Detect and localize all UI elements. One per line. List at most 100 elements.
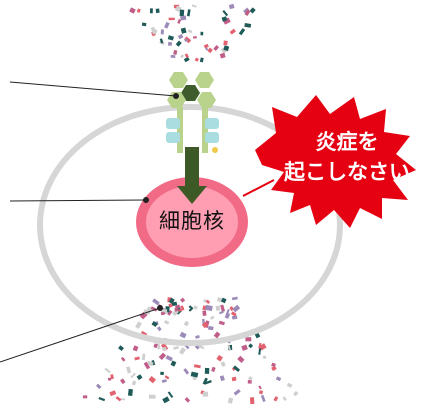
cytokine-particle xyxy=(152,298,160,306)
cytokine-particle xyxy=(167,310,173,316)
signal-arrow-shaft xyxy=(185,147,199,187)
cytokine-particle xyxy=(173,346,179,350)
cytokine-particle xyxy=(190,371,199,378)
cytokine-particle xyxy=(184,53,189,59)
cytokine-particle xyxy=(216,354,223,362)
cytokine-particle xyxy=(120,356,126,362)
cytokine-particle xyxy=(168,17,175,21)
cytokine-particle xyxy=(193,305,198,310)
cytokine-particle xyxy=(262,355,267,359)
cytokine-particle xyxy=(180,27,187,34)
cytokine-particle xyxy=(160,371,165,376)
cytokine-particle xyxy=(121,398,125,401)
cytokine-particle xyxy=(184,397,191,403)
leader-dot-cytokine xyxy=(157,305,163,311)
cytokine-particle xyxy=(183,56,190,63)
cytokine-particle xyxy=(177,34,184,40)
cytokine-particle xyxy=(232,304,241,313)
cytokine-particle xyxy=(271,362,276,368)
cytokine-particle xyxy=(231,366,236,371)
cytokine-particle xyxy=(249,397,255,405)
cytokine-particle xyxy=(173,49,178,55)
cytokine-particle xyxy=(258,347,262,355)
cytokine-particle xyxy=(131,380,137,386)
nucleus-label: 細胞核 xyxy=(159,209,225,233)
cytokine-particle xyxy=(108,377,112,381)
cytokine-particle xyxy=(115,396,122,402)
cytokine-particle xyxy=(165,355,173,362)
cytokine-particle xyxy=(155,8,160,14)
cytokine-particle xyxy=(162,396,170,404)
cytokine-particle xyxy=(231,315,238,320)
cytokine-particle xyxy=(184,38,189,42)
cytokine-particle xyxy=(168,42,172,46)
cytokine-particle xyxy=(134,356,140,361)
receptor-stalk-left xyxy=(177,107,183,153)
cytokine-particle xyxy=(177,19,182,24)
cytokine-particle xyxy=(222,17,231,25)
cytokine-particle xyxy=(158,352,167,361)
cytokine-particle xyxy=(118,345,124,351)
cytokine-particle xyxy=(213,44,220,51)
receptor-domain-right xyxy=(197,92,216,108)
cytokine-particle xyxy=(231,376,237,382)
cytokine-particle xyxy=(136,374,143,381)
cytokine-particle xyxy=(180,54,185,59)
nucleus-inner xyxy=(146,186,238,258)
cytokine-particle xyxy=(233,388,241,396)
cytokine-particle xyxy=(228,3,235,10)
cytokine-particle xyxy=(224,312,231,319)
cytokine-particle xyxy=(194,57,199,62)
cytokine-particle xyxy=(286,382,293,388)
cytokine-particle xyxy=(273,396,279,402)
cytokine-particle xyxy=(205,304,213,312)
cytokine-particle xyxy=(160,309,168,315)
cytokine-particle xyxy=(141,353,146,361)
cytokine-particle xyxy=(244,23,252,28)
cytokine-particle xyxy=(227,344,232,352)
cytokine-particle xyxy=(129,7,136,14)
cytokine-particle xyxy=(192,36,197,39)
cytokine-particle xyxy=(260,394,266,403)
cytokine-particle xyxy=(168,297,175,304)
cytokine-particle xyxy=(241,344,248,351)
cytokine-particle xyxy=(167,35,174,41)
cytokine-particle xyxy=(126,366,132,374)
cytokine-particle xyxy=(223,40,228,46)
cytokine-particle xyxy=(244,9,251,16)
cytokine-particle xyxy=(127,388,133,397)
cytokine-particle xyxy=(140,330,148,336)
receptor-teal-2 xyxy=(166,132,180,143)
cytokine-particle xyxy=(195,334,200,339)
cytokine-particle xyxy=(143,361,151,370)
cytokine-particle xyxy=(148,376,156,384)
cytokine-particle xyxy=(271,365,277,372)
cytokine-particle xyxy=(220,304,225,312)
cytokine-particle xyxy=(229,28,236,35)
cytokine-particle xyxy=(220,297,227,304)
receptor-ligand-left xyxy=(169,72,188,88)
cytokine-particle xyxy=(220,361,226,367)
speech-burst xyxy=(255,95,416,228)
cytokine-particle xyxy=(120,378,126,385)
cytokine-particle xyxy=(82,395,88,399)
cytokine-particle xyxy=(219,375,225,382)
cytokine-particle xyxy=(164,21,170,29)
cytokine-particle xyxy=(248,343,254,349)
cytokine-particle xyxy=(130,372,136,379)
cytokine-particle xyxy=(207,326,214,331)
cytokine-particle xyxy=(135,321,142,329)
receptor-teal-3 xyxy=(205,118,219,129)
cytokine-particle xyxy=(229,306,235,312)
leader-dot-receptor xyxy=(173,93,179,99)
cytokine-particle xyxy=(201,321,209,329)
receptor-ligand-right xyxy=(195,72,214,88)
cytokine-particle xyxy=(150,26,157,35)
cytokine-particle xyxy=(136,8,141,13)
cytokine-particle xyxy=(161,379,167,383)
cytokine-particle xyxy=(188,308,193,312)
cytokine-particle xyxy=(205,299,211,305)
cytokine-particle xyxy=(204,367,210,374)
cytokine-particle xyxy=(180,297,186,303)
cell-membrane xyxy=(37,104,343,346)
